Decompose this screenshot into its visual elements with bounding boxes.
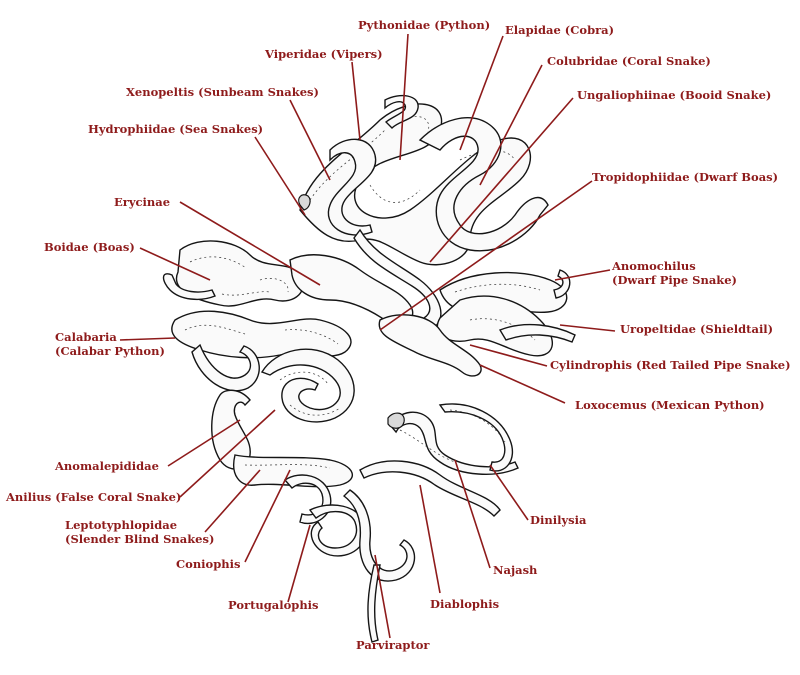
label-anomalepididae: Anomalepididae: [55, 459, 159, 473]
label-cylindrophis: Cylindrophis (Red Tailed Pipe Snake): [550, 358, 791, 372]
label-elapidae: Elapidae (Cobra): [505, 23, 615, 37]
leader-anilius: [179, 409, 276, 498]
label-coniophis: Coniophis: [176, 557, 241, 571]
leader-hydrophiidae: [254, 136, 306, 216]
upper-snake-cluster: [298, 94, 549, 334]
label-portugalophis: Portugalophis: [228, 598, 319, 612]
label-leptotyphlopidae-line1: Leptotyphlopidae: [65, 518, 178, 532]
label-uropeltidae: Uropeltidae (Shieldtail): [620, 322, 774, 336]
label-anomochilus-line2: (Dwarf Pipe Snake): [612, 273, 737, 287]
leader-colubridae: [479, 64, 543, 186]
label-boidae: Boidae (Boas): [44, 240, 135, 254]
leader-elapidae: [459, 35, 504, 151]
leader-boidae: [139, 247, 211, 281]
label-viperidae: Viperidae (Vipers): [265, 47, 383, 61]
label-pythonidae: Pythonidae (Python): [358, 18, 491, 32]
label-ungaliophiinae: Ungaliophiinae (Booid Snake): [577, 88, 772, 102]
lower-right-snake-cluster: [283, 403, 519, 643]
label-diablophis: Diablophis: [430, 597, 500, 611]
leader-calabaria: [119, 337, 176, 341]
label-anomochilus-line1: Anomochilus: [612, 259, 696, 273]
leader-leptotyphlopidae: [204, 469, 261, 533]
leader-portugalophis: [287, 524, 311, 603]
label-hydrophiidae: Hydrophiidae (Sea Snakes): [88, 122, 264, 136]
label-leptotyphlopidae-line2: (Slender Blind Snakes): [65, 532, 215, 546]
label-xenopeltis: Xenopeltis (Sunbeam Snakes): [126, 85, 319, 99]
label-calabaria-line2: (Calabar Python): [55, 344, 165, 358]
leader-ungaliophiinae: [429, 97, 574, 263]
label-colubridae: Colubridae (Coral Snake): [547, 54, 711, 68]
leader-parviraptor: [374, 554, 391, 639]
leader-anomochilus: [554, 269, 611, 281]
label-dinilysia: Dinilysia: [530, 513, 587, 527]
leader-loxocemus: [479, 364, 566, 404]
middle-right-snake-cluster: [378, 269, 576, 377]
label-erycinae: Erycinae: [114, 195, 171, 209]
leader-najash: [454, 459, 491, 569]
leader-diablophis: [419, 484, 441, 594]
leader-erycinae: [179, 201, 321, 286]
label-tropidophiidae: Tropidophiidae (Dwarf Boas): [592, 170, 779, 184]
leader-pythonidae: [399, 33, 409, 161]
label-anilius: Anilius (False Coral Snake): [6, 490, 182, 504]
leader-anomalepididae: [167, 419, 241, 467]
label-parviraptor: Parviraptor: [356, 638, 430, 652]
leader-viperidae: [351, 61, 361, 141]
leader-coniophis: [244, 469, 291, 563]
leader-dinilysia: [489, 464, 529, 521]
label-loxocemus: Loxocemus (Mexican Python): [575, 398, 765, 412]
leader-tropidophiidae: [379, 180, 593, 331]
label-najash: Najash: [493, 563, 538, 577]
lower-left-snake-cluster: [211, 348, 355, 488]
middle-left-snake-cluster: [162, 240, 414, 392]
leader-lines: [119, 33, 616, 639]
leader-cylindrophis: [469, 344, 548, 367]
leader-xenopeltis: [289, 99, 331, 181]
label-calabaria-line1: Calabaria: [55, 330, 117, 344]
leader-uropeltidae: [559, 324, 616, 332]
